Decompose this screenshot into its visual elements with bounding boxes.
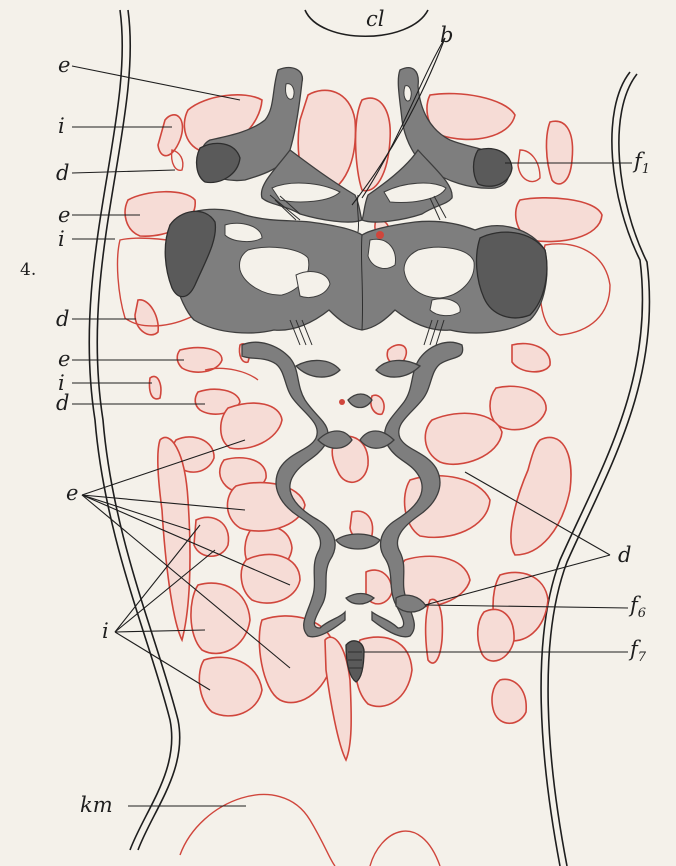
figure-number: 4. [20,260,36,280]
label-i-1: i [58,114,65,138]
label-km: km [80,793,113,817]
label-d-4: d [618,543,631,567]
label-d-2: d [56,307,69,331]
label-e-4: e [66,481,78,505]
label-f1: f1 [632,149,650,177]
label-i-2: i [58,227,65,251]
label-b: b [440,23,453,47]
label-d-1: d [56,161,69,185]
label-i-4: i [102,619,109,643]
label-d-3: d [56,391,69,415]
km-structure [180,795,440,866]
label-e-1: e [58,53,70,77]
label-f7: f7 [628,637,647,665]
label-e-2: e [58,203,70,227]
label-f6: f6 [628,593,646,621]
label-e-3: e [58,347,70,371]
label-cl: cl [366,7,384,31]
